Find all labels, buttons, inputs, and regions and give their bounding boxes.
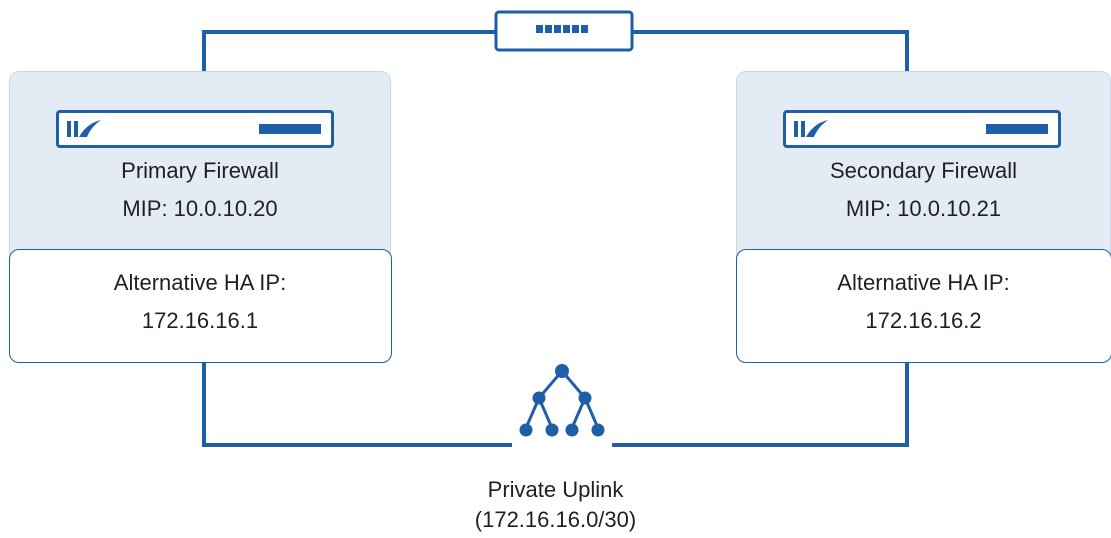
appliance-slot: [259, 124, 321, 134]
firewall-logo-icon: [794, 120, 828, 137]
appliance-slot: [986, 124, 1048, 134]
primary-alt-ha-label: Alternative HA IP:: [113, 269, 287, 295]
uplink-name: Private Uplink: [487, 477, 624, 502]
secondary-alt-ha-ip: 172.16.16.2: [865, 307, 982, 333]
firewall-appliance-icon: [56, 110, 334, 148]
secondary-firewall-title: Secondary Firewall: [829, 158, 1018, 183]
primary-firewall-box: Primary Firewall MIP: 10.0.10.20 Alterna…: [8, 71, 392, 363]
network-tree-icon: [512, 364, 612, 448]
primary-firewall-mip: MIP: 10.0.10.20: [122, 196, 278, 221]
primary-alt-ha-ip: 172.16.16.1: [141, 307, 259, 333]
firewall-appliance-icon: [783, 110, 1061, 148]
secondary-alt-ha-label: Alternative HA IP:: [837, 269, 1010, 295]
uplink-subnet: (172.16.16.0/30): [474, 507, 637, 532]
firewall-logo-icon: [67, 120, 101, 137]
secondary-firewall-box: Secondary Firewall MIP: 10.0.10.21 Alter…: [735, 71, 1111, 363]
primary-alt-ha-panel: Alternative HA IP: 172.16.16.1: [8, 248, 392, 363]
secondary-alt-ha-panel: Alternative HA IP: 172.16.16.2: [735, 248, 1111, 363]
switch-icon: [494, 10, 634, 52]
private-uplink-label: Private Uplink (172.16.16.0/30): [400, 477, 711, 537]
secondary-firewall-mip: MIP: 10.0.10.21: [845, 196, 1002, 221]
primary-firewall-title: Primary Firewall: [121, 158, 279, 183]
